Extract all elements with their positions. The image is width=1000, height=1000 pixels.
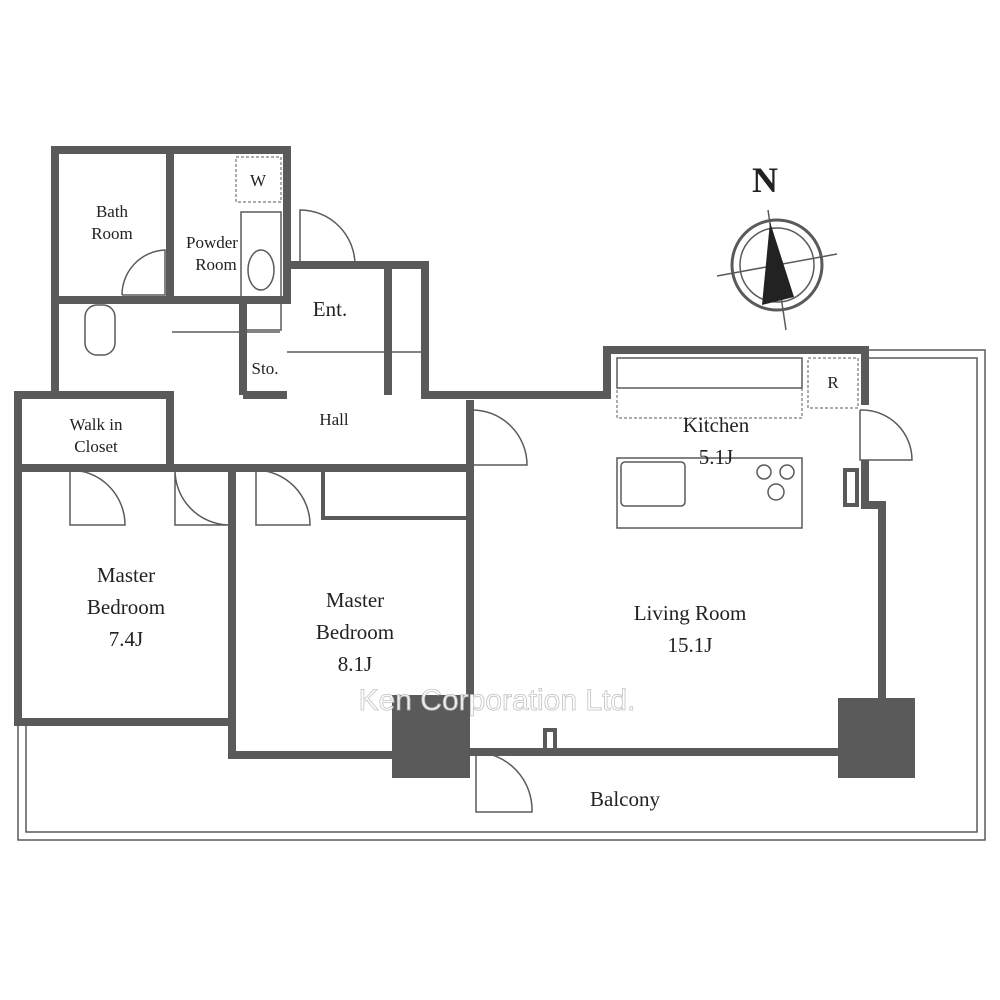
hall-label: Hall: [319, 410, 349, 429]
bath-label-2: Room: [91, 224, 133, 243]
doors: [69, 209, 913, 813]
walls: [14, 146, 886, 759]
watermark: Ken Corporation Ltd.: [359, 684, 636, 717]
compass: N: [716, 160, 838, 331]
powder-label-2: Room: [195, 255, 237, 274]
kitchen-size: 5.1J: [699, 445, 733, 469]
closet-label-2: Closet: [74, 437, 118, 456]
powder-label: Powder: [186, 233, 238, 252]
north-label: N: [752, 160, 778, 200]
bedroom2-label: Master: [326, 588, 384, 612]
bath-label: Bath: [96, 202, 129, 221]
bedroom1-size: 7.4J: [109, 627, 143, 651]
balcony-label: Balcony: [590, 787, 660, 811]
balcony-outline: [17, 349, 986, 841]
bedroom1-label: Master: [97, 563, 155, 587]
fixtures: [84, 156, 859, 756]
bedroom2-label-2: Bedroom: [316, 620, 394, 644]
living-label: Living Room: [634, 601, 747, 625]
compass-needle-icon: [762, 222, 794, 305]
closet-label: Walk in: [70, 415, 123, 434]
entrance-label: Ent.: [313, 297, 347, 321]
structural-column: [838, 698, 915, 778]
kitchen-label: Kitchen: [683, 413, 750, 437]
structural-column: [392, 695, 470, 778]
refrigerator-label: R: [827, 373, 839, 392]
bedroom2-size: 8.1J: [338, 652, 372, 676]
room-labels: Bath Room Powder Room W Ent. Sto. Hall W…: [70, 171, 840, 811]
living-size: 15.1J: [668, 633, 713, 657]
bedroom1-label-2: Bedroom: [87, 595, 165, 619]
storage-label: Sto.: [252, 359, 279, 378]
washer-label: W: [250, 171, 267, 190]
